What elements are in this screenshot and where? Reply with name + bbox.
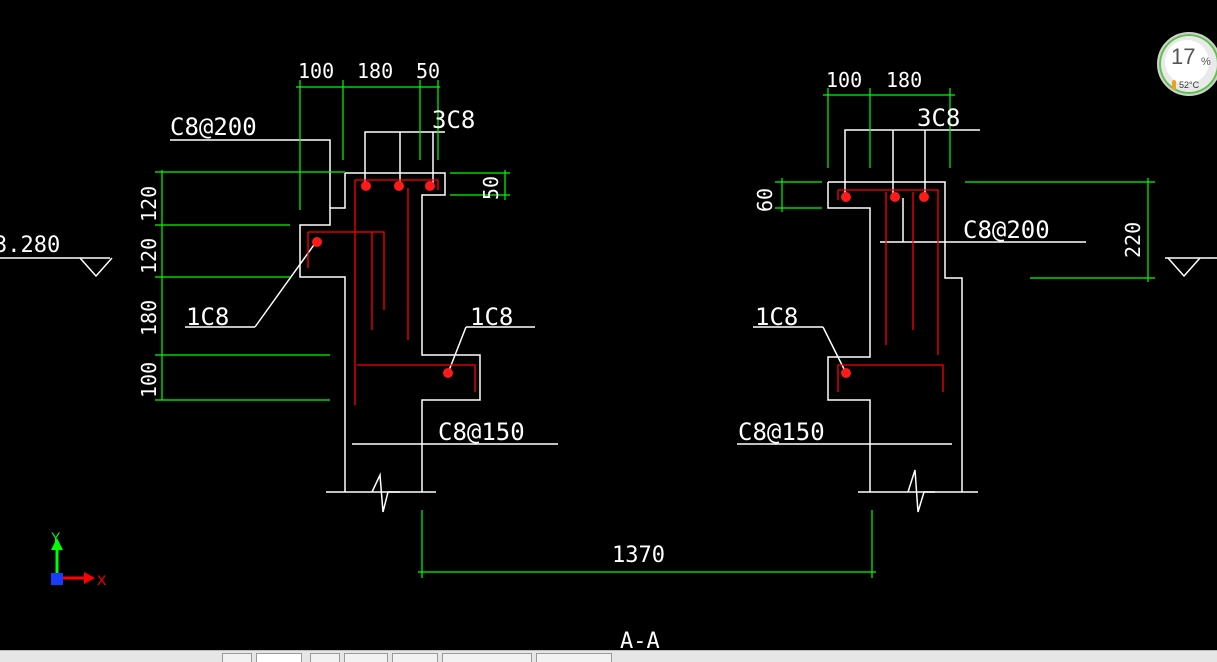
ucs-x-label: X: [97, 572, 107, 588]
cpu-temperature: 52°C: [1179, 80, 1200, 90]
right-stirrup-c8-200: C8@200: [963, 216, 1050, 244]
section-label: A-A: [620, 629, 660, 654]
right-dim-180: 180: [886, 68, 922, 92]
left-elevation: 3.280: [0, 233, 60, 258]
cpu-percent: 17: [1171, 44, 1196, 69]
left-stirrup-c8-150: C8@150: [438, 418, 525, 446]
ucs-y-label: Y: [51, 529, 61, 545]
cpu-ring-inner: [1165, 40, 1209, 84]
right-bar-dots: [841, 192, 929, 378]
status-toggle-2[interactable]: [256, 653, 302, 662]
status-toggle-3[interactable]: [310, 653, 340, 662]
left-rebar: [307, 179, 476, 405]
status-bar: [0, 650, 1217, 662]
status-toggle-5[interactable]: [392, 653, 438, 662]
left-vdim-120-b: 120: [137, 238, 161, 274]
left-section-outline: [0, 131, 558, 513]
left-mid-bar: 1C8: [470, 303, 513, 331]
right-stirrup-c8-150: C8@150: [738, 418, 825, 446]
cpu-monitor-widget[interactable]: 17 % 52°C: [1157, 32, 1217, 108]
right-vdim-220: 220: [1121, 222, 1145, 258]
left-bar-dots: [312, 181, 453, 378]
status-toggle-7[interactable]: [536, 653, 612, 662]
right-vdim-60: 60: [753, 188, 777, 212]
status-toggle-4[interactable]: [344, 653, 388, 662]
right-rebar: [837, 189, 944, 392]
status-toggle-6[interactable]: [442, 653, 532, 662]
left-stirrup-c8-200: C8@200: [170, 113, 257, 141]
left-corner-bar: 1C8: [186, 303, 229, 331]
cpu-percent-unit: %: [1201, 56, 1211, 68]
left-dim-100: 100: [298, 59, 334, 83]
right-mid-bar: 1C8: [755, 303, 798, 331]
ucs-icon: Y X: [51, 529, 107, 588]
left-dim-180: 180: [357, 59, 393, 83]
left-dim-50: 50: [416, 59, 440, 83]
thermometer-icon: [1172, 80, 1176, 90]
status-toggle-1[interactable]: [222, 653, 252, 662]
right-rebar-3c8: 3C8: [917, 104, 960, 132]
right-dim-100: 100: [826, 68, 862, 92]
span-dim-1370: 1370: [612, 543, 665, 568]
left-dimensions: [155, 80, 876, 578]
left-vdim-100: 100: [137, 362, 161, 398]
cad-labels: 100 180 50 3C8 C8@200 3.280 1C8 1C8 C8@1…: [0, 59, 1145, 654]
right-dimensions: [775, 88, 1155, 282]
right-section-outline: [737, 129, 1217, 513]
left-vdim-180: 180: [137, 300, 161, 336]
left-vdim-120-a: 120: [137, 186, 161, 222]
left-rebar-3c8: 3C8: [432, 106, 475, 134]
left-vdim-50: 50: [479, 176, 503, 200]
